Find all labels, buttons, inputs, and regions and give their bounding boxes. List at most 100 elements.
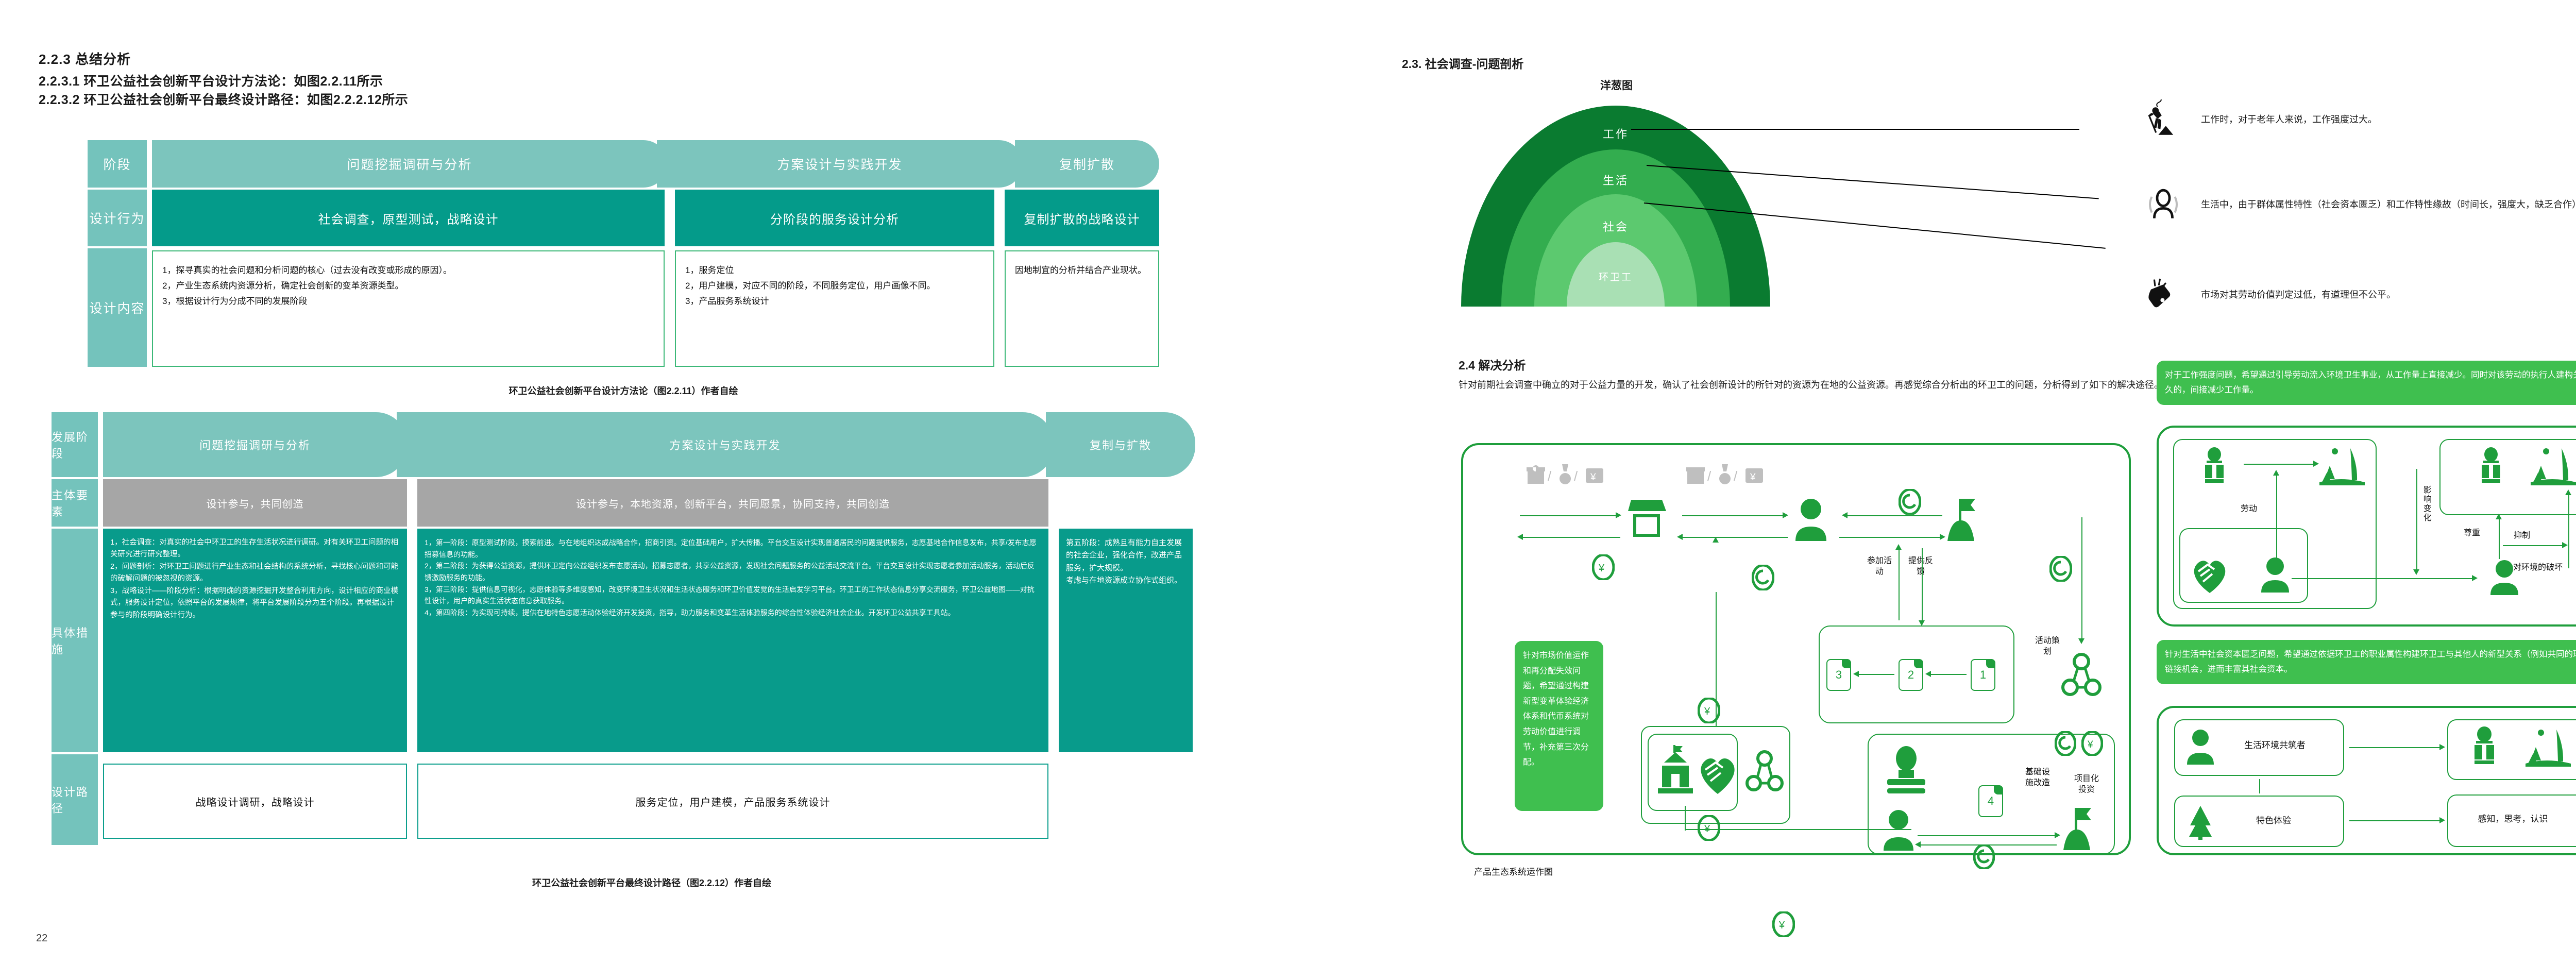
- yen-token-icon-2: ¥: [1698, 698, 1720, 723]
- table1-content-2: 1，服务定位 2，用户建模，对应不同的阶段，不同服务定位，用户画像不同。 3，产…: [675, 250, 994, 367]
- labor-respect-diagram: 劳动 影响变化 尊重 抑制 对环境的破坏: [2157, 426, 2576, 627]
- arrow-shop-person: [1682, 515, 1785, 516]
- arrow-card-2-3: [1856, 674, 1894, 675]
- arrow-org-person: [1844, 515, 1942, 516]
- stage-cards-group: [1819, 625, 2014, 723]
- token-icon-4: [2055, 731, 2076, 756]
- arrow-head-8: [1919, 620, 1925, 626]
- table1-stage-3: 复制扩散: [1015, 140, 1159, 188]
- person-icon-4: [2490, 560, 2518, 595]
- svg-text:¥: ¥: [1778, 920, 1785, 931]
- table2-measure-3: 第五阶段：成熟且有能力自主发展的社会企业，强化合作，改进产品服务，扩大规模。 考…: [1059, 529, 1193, 752]
- arrow-labor-up: [2276, 474, 2277, 562]
- eco-label-project-invest: 项目化投资: [2074, 774, 2099, 794]
- svg-text:/: /: [1574, 468, 1578, 484]
- arrow-head-17: [2413, 569, 2419, 575]
- arrow-head-5: [1842, 512, 1848, 518]
- token-icon-2: [1899, 489, 1921, 515]
- labor-group-box: [2173, 439, 2377, 609]
- svg-text:/: /: [1734, 468, 1738, 484]
- arrow-head-18: [2472, 575, 2478, 581]
- label-inhibit: 抑制: [2513, 531, 2530, 540]
- table2-row-label-elements: 主体要素: [52, 479, 98, 527]
- svg-text:¥: ¥: [1750, 472, 1756, 483]
- onion-label-life: 生活: [1602, 174, 1629, 187]
- annotation-1: 工作时，对于老年人来说，工作强度过大。: [2141, 98, 2576, 142]
- table1-row-label-stage: 阶段: [88, 140, 147, 188]
- table1-behavior-2: 分阶段的服务设计分析: [675, 190, 994, 246]
- arrow-shop-in: [1520, 515, 1618, 516]
- arrow-feedback: [1922, 548, 1923, 623]
- respect-group-box: [2439, 439, 2576, 515]
- final-path-table: 发展阶段 主体要素 具体措施 设计路径 问题挖掘调研与分析 方案设计与实践开发 …: [52, 412, 1252, 845]
- stage-card-4: 4: [1978, 785, 2003, 817]
- arrow-person-shop: [1680, 537, 1788, 538]
- nature-plant-icon-2: [2531, 443, 2576, 485]
- product-ecosystem-diagram: / / ¥ / / ¥ ¥ ¥: [1461, 443, 2131, 937]
- arrow-shop-out: [1520, 537, 1620, 538]
- gift-medal-coupon-icons: / / ¥: [1527, 464, 1603, 484]
- annotation-2: 生活中，由于群体属性特性（社会资本匮乏）和工作特性缘故（时间长，强度大，缺乏合作…: [2141, 183, 2576, 227]
- connector-4: [1918, 835, 2057, 836]
- annotation-3: 市场对其劳动价值判定过低，有道理但不公平。: [2141, 273, 2576, 317]
- label-experience: 特色体验: [2256, 816, 2291, 825]
- person-icon-2: [1884, 810, 1913, 851]
- table1-caption: 环卫公益社会创新平台设计方法论（图2.2.11）作者自绘: [509, 386, 738, 396]
- arrow-head-15: [2313, 461, 2319, 467]
- eco-label-participate: 参加活动: [1867, 556, 1892, 576]
- arrow-participate: [1899, 548, 1900, 620]
- annotation-3-text: 市场对其劳动价值判定过低，有道理但不公平。: [2201, 290, 2396, 300]
- onion-label-work: 工作: [1602, 128, 1629, 141]
- arrow-community-3: [2259, 779, 2260, 793]
- label-influence-change: 影响变化: [2421, 485, 2431, 522]
- arrow-community-2: [2349, 820, 2442, 821]
- shop-icon: [1628, 500, 1666, 537]
- onion-title: 洋葱图: [1600, 80, 1633, 92]
- table2-path-1: 战略设计调研，战略设计: [103, 764, 407, 839]
- person-icon-3: [2261, 557, 2289, 593]
- arrow-head-12: [1713, 537, 1719, 543]
- label-respect: 尊重: [2463, 529, 2480, 537]
- label-labor: 劳动: [2240, 504, 2257, 513]
- arrow-head-20: [2562, 542, 2568, 548]
- arrow-head-23: [2439, 817, 2445, 823]
- left-page: 2.2.3 总结分析 2.2.3.1 环卫公益社会创新平台设计方法论：如图2.2…: [36, 52, 1252, 944]
- svg-text:¥: ¥: [1598, 563, 1605, 574]
- callout-work-intensity: 对于工作强度问题，希望通过引导劳动流入环境卫生事业，从工作量上直接减少。同时对该…: [2157, 361, 2576, 405]
- eco-label-feedback: 提供反馈: [1908, 556, 1933, 576]
- table2-element-1: 设计参与，共同创造: [103, 479, 407, 527]
- onion-diagram: 工作 生活 社会 环卫工: [1461, 106, 1770, 307]
- arrow-head-19: [2496, 514, 2502, 519]
- token-icon-3: [2049, 556, 2072, 582]
- stage-card-3: 3: [1826, 659, 1851, 691]
- stage-card-1: 1: [1971, 659, 1995, 691]
- svg-text:/: /: [1548, 468, 1552, 484]
- arrow-head-1: [1616, 512, 1621, 518]
- gift-medal-coupon-icons-2: / / ¥: [1686, 464, 1763, 484]
- table1-content-3: 因地制宜的分析并结合产业现状。: [1005, 250, 1159, 367]
- table2-measure-2: 1，第一阶段：原型测试阶段，摸索前进。与在地组织达成战略合作，招商引资。定位基础…: [417, 529, 1048, 752]
- institution-box: [1641, 726, 1790, 824]
- table2-stage-1: 问题挖掘调研与分析: [103, 412, 407, 477]
- table2-path-2: 服务定位，用户建模，产品服务系统设计: [417, 764, 1048, 839]
- svg-text:¥: ¥: [1590, 472, 1596, 483]
- eco-label-activity-plan: 活动策划: [2035, 636, 2060, 656]
- government-building-icon: [1658, 745, 1693, 793]
- lower-right-group: [1868, 734, 2115, 855]
- table2-caption: 环卫公益社会创新平台最终设计路径（图2.2.12）作者自绘: [532, 878, 772, 888]
- solution-heading: 2.4 解决分析: [1459, 359, 1526, 372]
- organization-flag-icon: [1947, 499, 1975, 541]
- arrow-head-7: [1895, 544, 1902, 550]
- table2-element-2: 设计参与，本地资源，创新平台，共同愿景，协同支持，共同创造: [417, 479, 1048, 527]
- nature-plant-icon: [2319, 443, 2365, 485]
- table1-stage-2: 方案设计与实践开发: [657, 140, 1023, 188]
- arrow-activity-plan: [2081, 517, 2082, 641]
- arrow-head-14: [1915, 841, 1921, 848]
- arrow-head-3: [1783, 512, 1788, 518]
- subheading-1: 2.2.3.1 环卫公益社会创新平台设计方法论：如图2.2.11所示: [39, 74, 383, 89]
- person-icon-5: [2187, 730, 2214, 765]
- connector-5: [1918, 844, 2057, 845]
- svg-text:¥: ¥: [2087, 739, 2093, 750]
- arrow-community-1: [2349, 747, 2442, 748]
- table2-stage-3: 复制与扩散: [1046, 412, 1195, 477]
